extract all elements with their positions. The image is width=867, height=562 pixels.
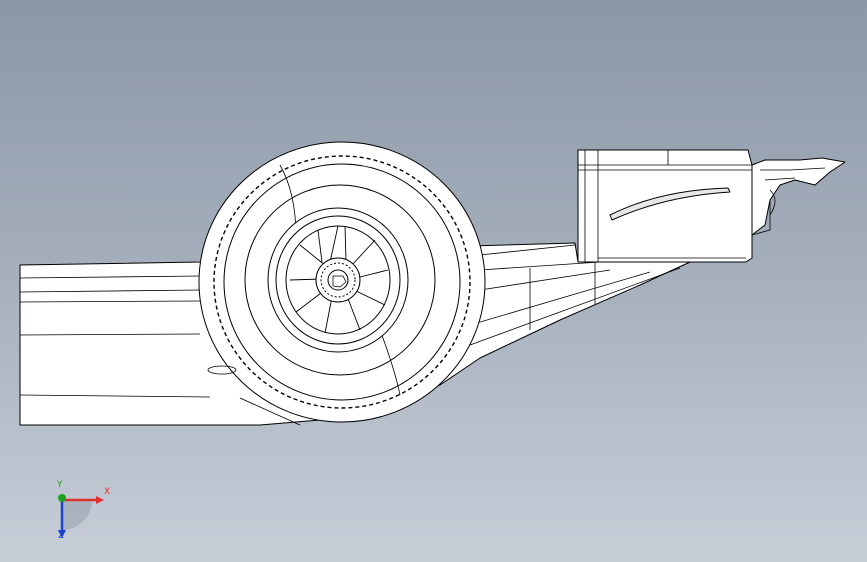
z-axis-label: Z [58, 531, 65, 541]
tyre-seam [379, 329, 401, 396]
triad-shadow [62, 500, 92, 530]
chassis-line [19, 333, 201, 336]
tyre-tread-inner [213, 155, 471, 409]
x-axis-label: X [104, 487, 111, 497]
nose-tip [751, 157, 846, 236]
chassis-line [479, 261, 601, 271]
chassis-line [19, 289, 201, 293]
nose-line [769, 189, 776, 216]
front-wing-endplate [577, 149, 753, 263]
triad-graphic [58, 494, 104, 538]
chassis-line [19, 300, 201, 303]
wheel-hub-bolts [320, 262, 356, 298]
hub-nut [332, 275, 347, 288]
wing-slot [609, 187, 731, 221]
chassis-line [469, 271, 651, 326]
floor-detail [207, 365, 237, 375]
nose-line [760, 167, 826, 171]
chassis-line [19, 275, 201, 279]
nose-line [764, 177, 796, 181]
rim-outer [244, 184, 436, 376]
y-axis-label: Y [57, 480, 63, 490]
y-axis-dot [58, 494, 66, 502]
chassis-line [239, 397, 301, 426]
chassis-line [479, 269, 611, 291]
chassis-line [479, 244, 576, 256]
chassis-line [19, 394, 211, 398]
z-arrowhead [58, 530, 66, 538]
x-arrowhead [96, 496, 104, 504]
coordinate-triad: X Y Z [40, 478, 120, 548]
chassis-line [469, 267, 681, 346]
